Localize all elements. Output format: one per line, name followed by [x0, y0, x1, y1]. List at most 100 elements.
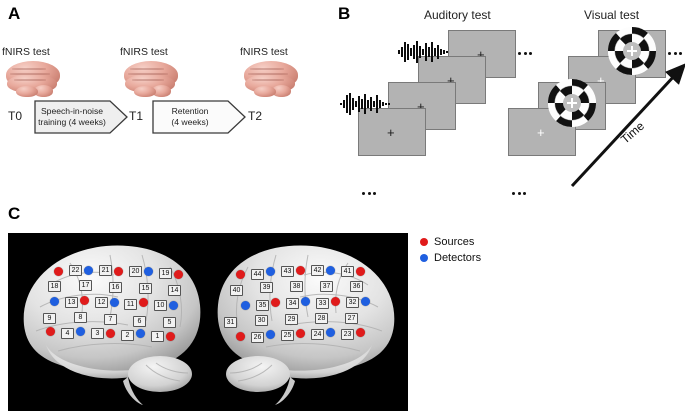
optode-legend: Sources Detectors [420, 236, 481, 268]
channel-label-10: 10 [154, 300, 167, 311]
panel-b-experimental-paradigm: B Auditory test Visual test + + + + [330, 0, 685, 200]
brain-render-container: 22 21 20 19 18 17 16 15 14 13 12 11 10 [8, 233, 408, 411]
fixation-cross-v3: + [597, 73, 605, 88]
legend-row-detectors: Detectors [420, 252, 481, 264]
fixation-cross-v1: + [537, 125, 545, 140]
optode-source-left-r2c2 [80, 296, 89, 305]
channel-label-41: 41 [341, 266, 354, 277]
ellipsis-auditory-bottom [362, 182, 379, 200]
detectors-color-swatch-icon [420, 254, 428, 262]
channel-label-4: 4 [61, 328, 74, 339]
fnirs-test-label-t0: fNIRS test [2, 46, 50, 58]
left-hemisphere-render: 22 21 20 19 18 17 16 15 14 13 12 11 10 [10, 233, 210, 411]
optode-source-left-r1c3 [114, 267, 123, 276]
optode-source-right-r3c3 [296, 329, 305, 338]
channel-label-38: 38 [290, 281, 303, 292]
channel-label-25: 25 [281, 330, 294, 341]
optode-detector-right-r3c2 [266, 330, 275, 339]
phase-arrow-retention-line2: (4 weeks) [171, 116, 209, 127]
channel-label-23: 23 [341, 329, 354, 340]
channel-label-21: 21 [99, 265, 112, 276]
phase-arrow-training-line2: training (4 weeks) [38, 116, 106, 127]
optode-detector-right-r2c5 [361, 297, 370, 306]
channel-label-37: 37 [320, 281, 333, 292]
channel-label-16: 16 [109, 282, 122, 293]
visual-test-title: Visual test [584, 8, 640, 22]
optode-source-left-r3c5 [166, 332, 175, 341]
channel-label-26: 26 [251, 332, 264, 343]
optode-source-right-r3c1 [236, 332, 245, 341]
panel-c-optode-montage: C [0, 200, 685, 413]
optode-detector-left-r2c5 [169, 301, 178, 310]
right-hemisphere-render: 44 43 42 41 40 39 38 37 36 35 34 33 32 [208, 233, 408, 411]
channel-label-12: 12 [95, 297, 108, 308]
timepoint-label-t2: T2 [248, 109, 263, 123]
channel-label-9: 9 [43, 313, 56, 324]
time-axis-arrow [568, 62, 685, 195]
optode-detector-left-r1c4 [144, 267, 153, 276]
legend-row-sources: Sources [420, 236, 481, 248]
channel-label-28: 28 [315, 313, 328, 324]
panel-a-letter: A [8, 4, 21, 23]
channel-label-33: 33 [316, 298, 329, 309]
channel-label-27: 27 [345, 313, 358, 324]
channel-label-8: 8 [74, 312, 87, 323]
optode-source-left-r1c1 [54, 267, 63, 276]
optode-detector-right-r3c4 [326, 328, 335, 337]
optode-source-left-r3c1 [46, 327, 55, 336]
fixation-cross-a1: + [387, 125, 395, 140]
optode-source-right-r3c5 [356, 328, 365, 337]
channel-label-43: 43 [281, 266, 294, 277]
ellipsis-auditory-top [518, 42, 535, 60]
radial-checkerboard-icon-top [607, 26, 657, 81]
sources-color-swatch-icon [420, 238, 428, 246]
channel-label-32: 32 [346, 297, 359, 308]
fixation-cross-a3: + [447, 73, 455, 88]
ellipsis-visual-bottom [512, 182, 529, 200]
optode-source-left-r3c3 [106, 329, 115, 338]
optode-source-right-r1c3 [296, 266, 305, 275]
optode-detector-right-r1c2 [266, 267, 275, 276]
channel-label-2: 2 [121, 330, 134, 341]
channel-label-20: 20 [129, 266, 142, 277]
legend-label-detectors: Detectors [434, 252, 482, 264]
auditory-test-title: Auditory test [424, 8, 491, 22]
optode-source-left-r1c5 [174, 270, 183, 279]
optode-source-right-r2c4 [331, 297, 340, 306]
brain-image-t0 [4, 60, 62, 102]
channel-label-13: 13 [65, 297, 78, 308]
audio-waveform-icon-top [398, 40, 450, 69]
channel-label-7: 7 [104, 314, 117, 325]
audio-waveform-icon-bottom [340, 92, 392, 121]
channel-label-36: 36 [350, 281, 363, 292]
channel-label-1: 1 [151, 331, 164, 342]
optode-detector-right-r2c3 [301, 297, 310, 306]
brain-image-t1 [122, 60, 180, 102]
channel-label-6: 6 [133, 316, 146, 327]
panel-c-letter: C [8, 204, 21, 223]
phase-arrow-training-line1: Speech-in-noise [40, 106, 104, 116]
panel-b-letter: B [338, 4, 351, 23]
ellipsis-visual-top [668, 42, 685, 60]
legend-label-sources: Sources [434, 236, 475, 248]
channel-label-29: 29 [285, 314, 298, 325]
channel-label-22: 22 [69, 265, 82, 276]
optode-detector-right-r1c4 [326, 266, 335, 275]
optode-source-right-r1c1 [236, 270, 245, 279]
fixation-cross-a4: + [477, 47, 485, 62]
optode-detector-left-r3c4 [136, 329, 145, 338]
optode-detector-right-r2c1 [241, 301, 250, 310]
optode-detector-left-r3c2 [76, 327, 85, 336]
brain-image-t2 [242, 60, 300, 102]
optode-source-right-r1c5 [356, 267, 365, 276]
channel-label-18: 18 [48, 281, 61, 292]
channel-label-31: 31 [224, 317, 237, 328]
phase-arrow-retention: Retention (4 weeks) [152, 100, 246, 134]
channel-label-5: 5 [163, 317, 176, 328]
channel-label-17: 17 [79, 280, 92, 291]
optode-detector-left-r1c2 [84, 266, 93, 275]
channel-label-35: 35 [256, 300, 269, 311]
optode-detector-left-r2c3 [110, 298, 119, 307]
channel-label-11: 11 [124, 299, 137, 310]
fnirs-test-label-t2: fNIRS test [240, 46, 288, 58]
